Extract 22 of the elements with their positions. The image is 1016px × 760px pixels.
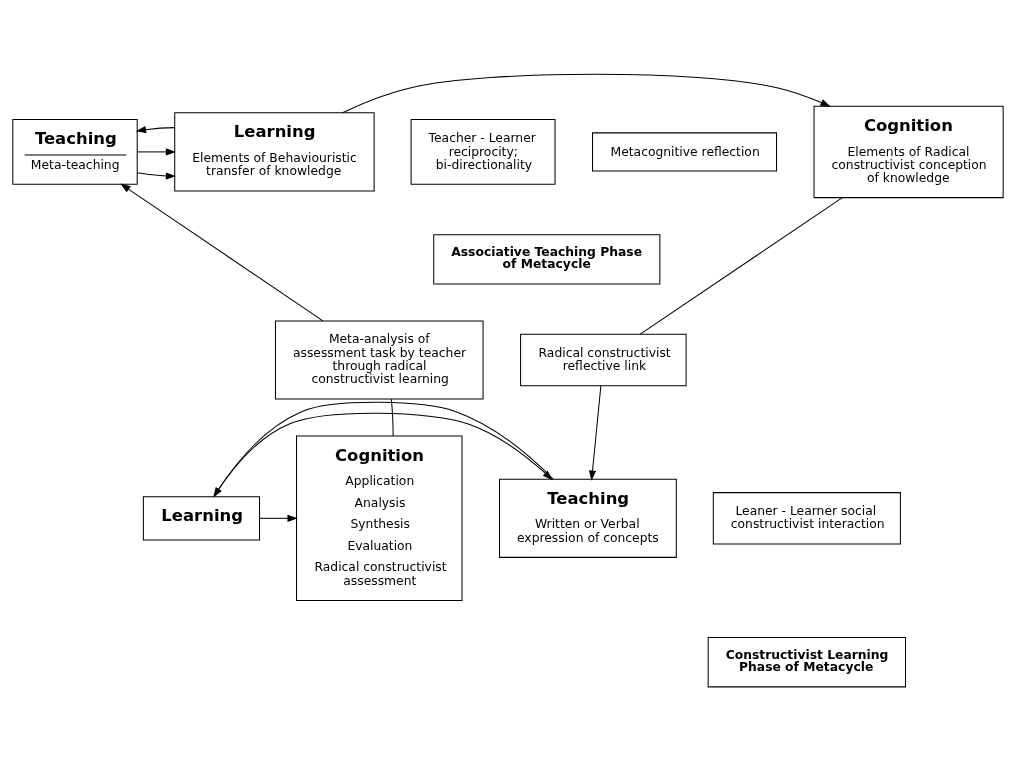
node-box: Cognition Application Analysis Synthesis Evaluation Radical constructivist assessment [296, 435, 463, 601]
node-box: Learning Elements of Behaviouristic transfer of knowledge [174, 111, 375, 191]
node-box: Radical constructivist reflective link [520, 333, 687, 386]
arrow [588, 384, 602, 481]
arrow [136, 147, 177, 155]
arrow [342, 73, 831, 113]
connector [390, 398, 394, 436]
arrow [120, 183, 324, 321]
arrow [135, 125, 176, 133]
node-box: Metacognitive reflection [592, 131, 778, 171]
node-box: Leaner - Learner social constructivist interaction [712, 491, 901, 545]
node-box: Learning [142, 495, 261, 540]
connector [639, 196, 843, 335]
node-box: Constructivist Learning Phase of Metacycle [707, 636, 907, 687]
node-box: Cognition Elements of Radical constructivist conception of knowledge [813, 105, 1004, 198]
node-box: Teaching Written or Verbal expression of concepts [499, 478, 677, 558]
node-box: Associative Teaching Phase of Metacycle [433, 233, 661, 284]
node-box: Teaching Meta-teaching [12, 118, 138, 185]
arrow [259, 514, 298, 522]
arrow [136, 171, 177, 180]
node-box: Teacher - Learner reciprocity; bi-directionality [410, 118, 556, 185]
node-box: Meta-analysis of assessment task by teacher through radical constructivist learning [274, 319, 484, 400]
